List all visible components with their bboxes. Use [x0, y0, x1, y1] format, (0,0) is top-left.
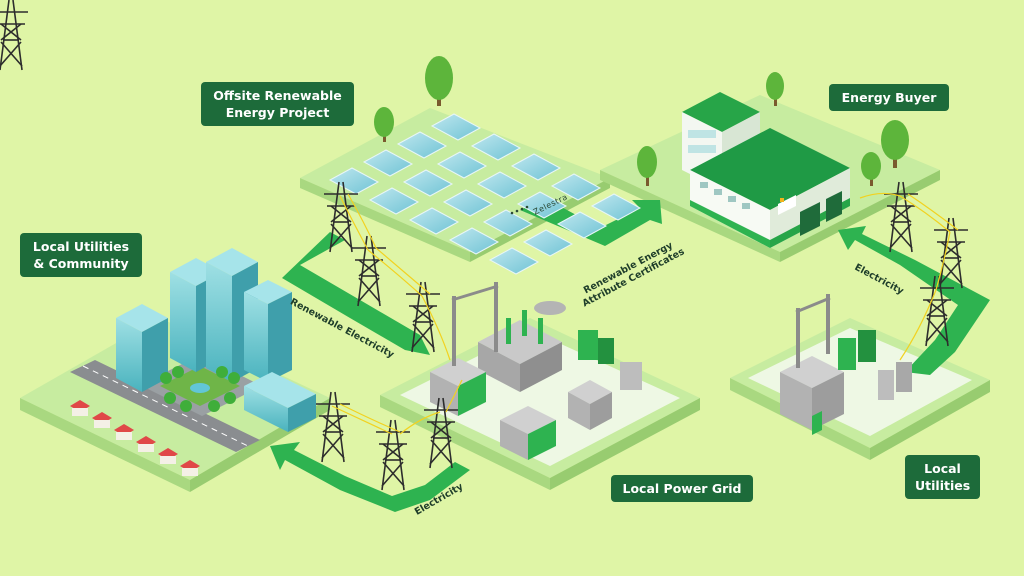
tree-icon [861, 152, 881, 186]
label-line: Energy Project [225, 105, 330, 120]
label-local-power-grid: Local Power Grid [611, 475, 753, 502]
tree-icon [374, 107, 394, 142]
city-trees [160, 366, 240, 412]
label-line: Local Power Grid [622, 481, 742, 496]
label-local-utilities: Local Utilities [905, 455, 980, 499]
city-houses [70, 400, 200, 476]
transmission-tower-icon [351, 235, 387, 307]
city-road [70, 360, 260, 452]
label-local-utilities-community: Local Utilities & Community [20, 233, 142, 277]
label-line: Local [924, 461, 961, 476]
label-energy-buyer: Energy Buyer [829, 84, 949, 111]
solar-platform [300, 108, 610, 252]
label-offsite-renewable-energy-project: Offsite Renewable Energy Project [201, 82, 354, 126]
tree-icon [637, 146, 657, 186]
tree-icon [766, 72, 784, 106]
solar-panel-array [328, 113, 641, 275]
arrow-electricity-right [838, 226, 990, 375]
substation-equipment [430, 282, 642, 460]
utility-substation [780, 294, 912, 435]
city-skyscrapers [116, 248, 316, 432]
label-line: Local Utilities [32, 239, 130, 254]
label-line: & Community [33, 256, 129, 271]
arrow-renewable-electricity [282, 232, 430, 355]
transmission-tower-icon [0, 0, 28, 71]
arrow-electricity-bottom [270, 442, 470, 512]
label-line: Offsite Renewable [213, 88, 342, 103]
power-lines [331, 192, 959, 435]
tree-icon [425, 56, 453, 106]
label-line: Utilities [915, 478, 971, 493]
zelestra-dots [510, 205, 529, 215]
energy-buyer-building [682, 92, 850, 248]
tree-icon [881, 120, 909, 168]
label-line: Energy Buyer [841, 90, 937, 105]
